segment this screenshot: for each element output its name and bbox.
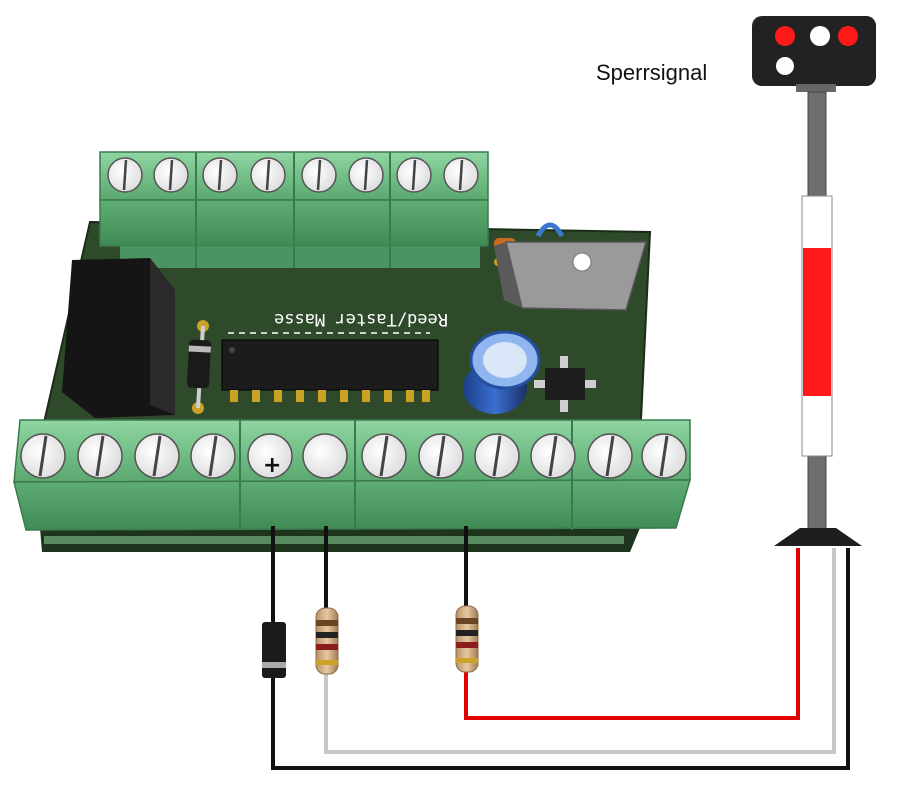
electrolytic-capacitor — [463, 330, 541, 414]
signal-lamp-red-1 — [775, 26, 795, 46]
terminal-screw — [474, 433, 520, 479]
terminal-screw — [301, 157, 337, 193]
terminal-screw — [396, 157, 432, 193]
terminal-screw — [190, 433, 236, 479]
wire-leads — [324, 526, 468, 612]
signal-head — [752, 16, 876, 86]
signal-lamp-white-2 — [776, 57, 794, 75]
terminal-block-bottom — [13, 419, 692, 531]
terminal-screw — [202, 157, 238, 193]
terminal-screw — [641, 433, 687, 479]
bridge-rectifier — [534, 356, 596, 412]
terminal-screw — [153, 157, 189, 193]
signal-base — [774, 528, 862, 546]
relay — [62, 258, 175, 418]
signal-mast-red — [803, 248, 831, 396]
wire-gray — [324, 548, 836, 754]
ic-chip — [221, 339, 439, 402]
terminal-screw — [348, 157, 384, 193]
terminal-screw — [302, 433, 348, 479]
terminal-block-top — [99, 151, 489, 268]
pcb-silkscreen-label: Reed/Taster Masse — [274, 309, 448, 329]
terminal-screw — [443, 157, 479, 193]
external-diode — [262, 622, 286, 678]
terminal-screw — [530, 433, 576, 479]
sperrsignal — [752, 16, 876, 546]
terminal-screw — [361, 433, 407, 479]
terminal-screw — [587, 433, 633, 479]
signal-lamp-red-2 — [838, 26, 858, 46]
terminal-plus-label: + — [263, 453, 281, 478]
voltage-regulator — [494, 222, 648, 311]
terminal-screw — [20, 433, 66, 479]
terminal-screw — [134, 433, 180, 479]
resistor-2 — [455, 605, 479, 673]
pcb-edge-pins — [44, 536, 624, 544]
terminal-screw — [77, 433, 123, 479]
resistor-1 — [315, 607, 339, 675]
wire-red — [464, 548, 800, 720]
signal-label: Sperrsignal — [596, 60, 708, 85]
terminal-screw-plus — [247, 433, 293, 479]
wire-black — [271, 526, 850, 770]
terminal-screw — [250, 157, 286, 193]
signal-lamp-white-1 — [810, 26, 830, 46]
terminal-screw — [107, 157, 143, 193]
terminal-screw — [418, 433, 464, 479]
diode — [186, 320, 212, 414]
